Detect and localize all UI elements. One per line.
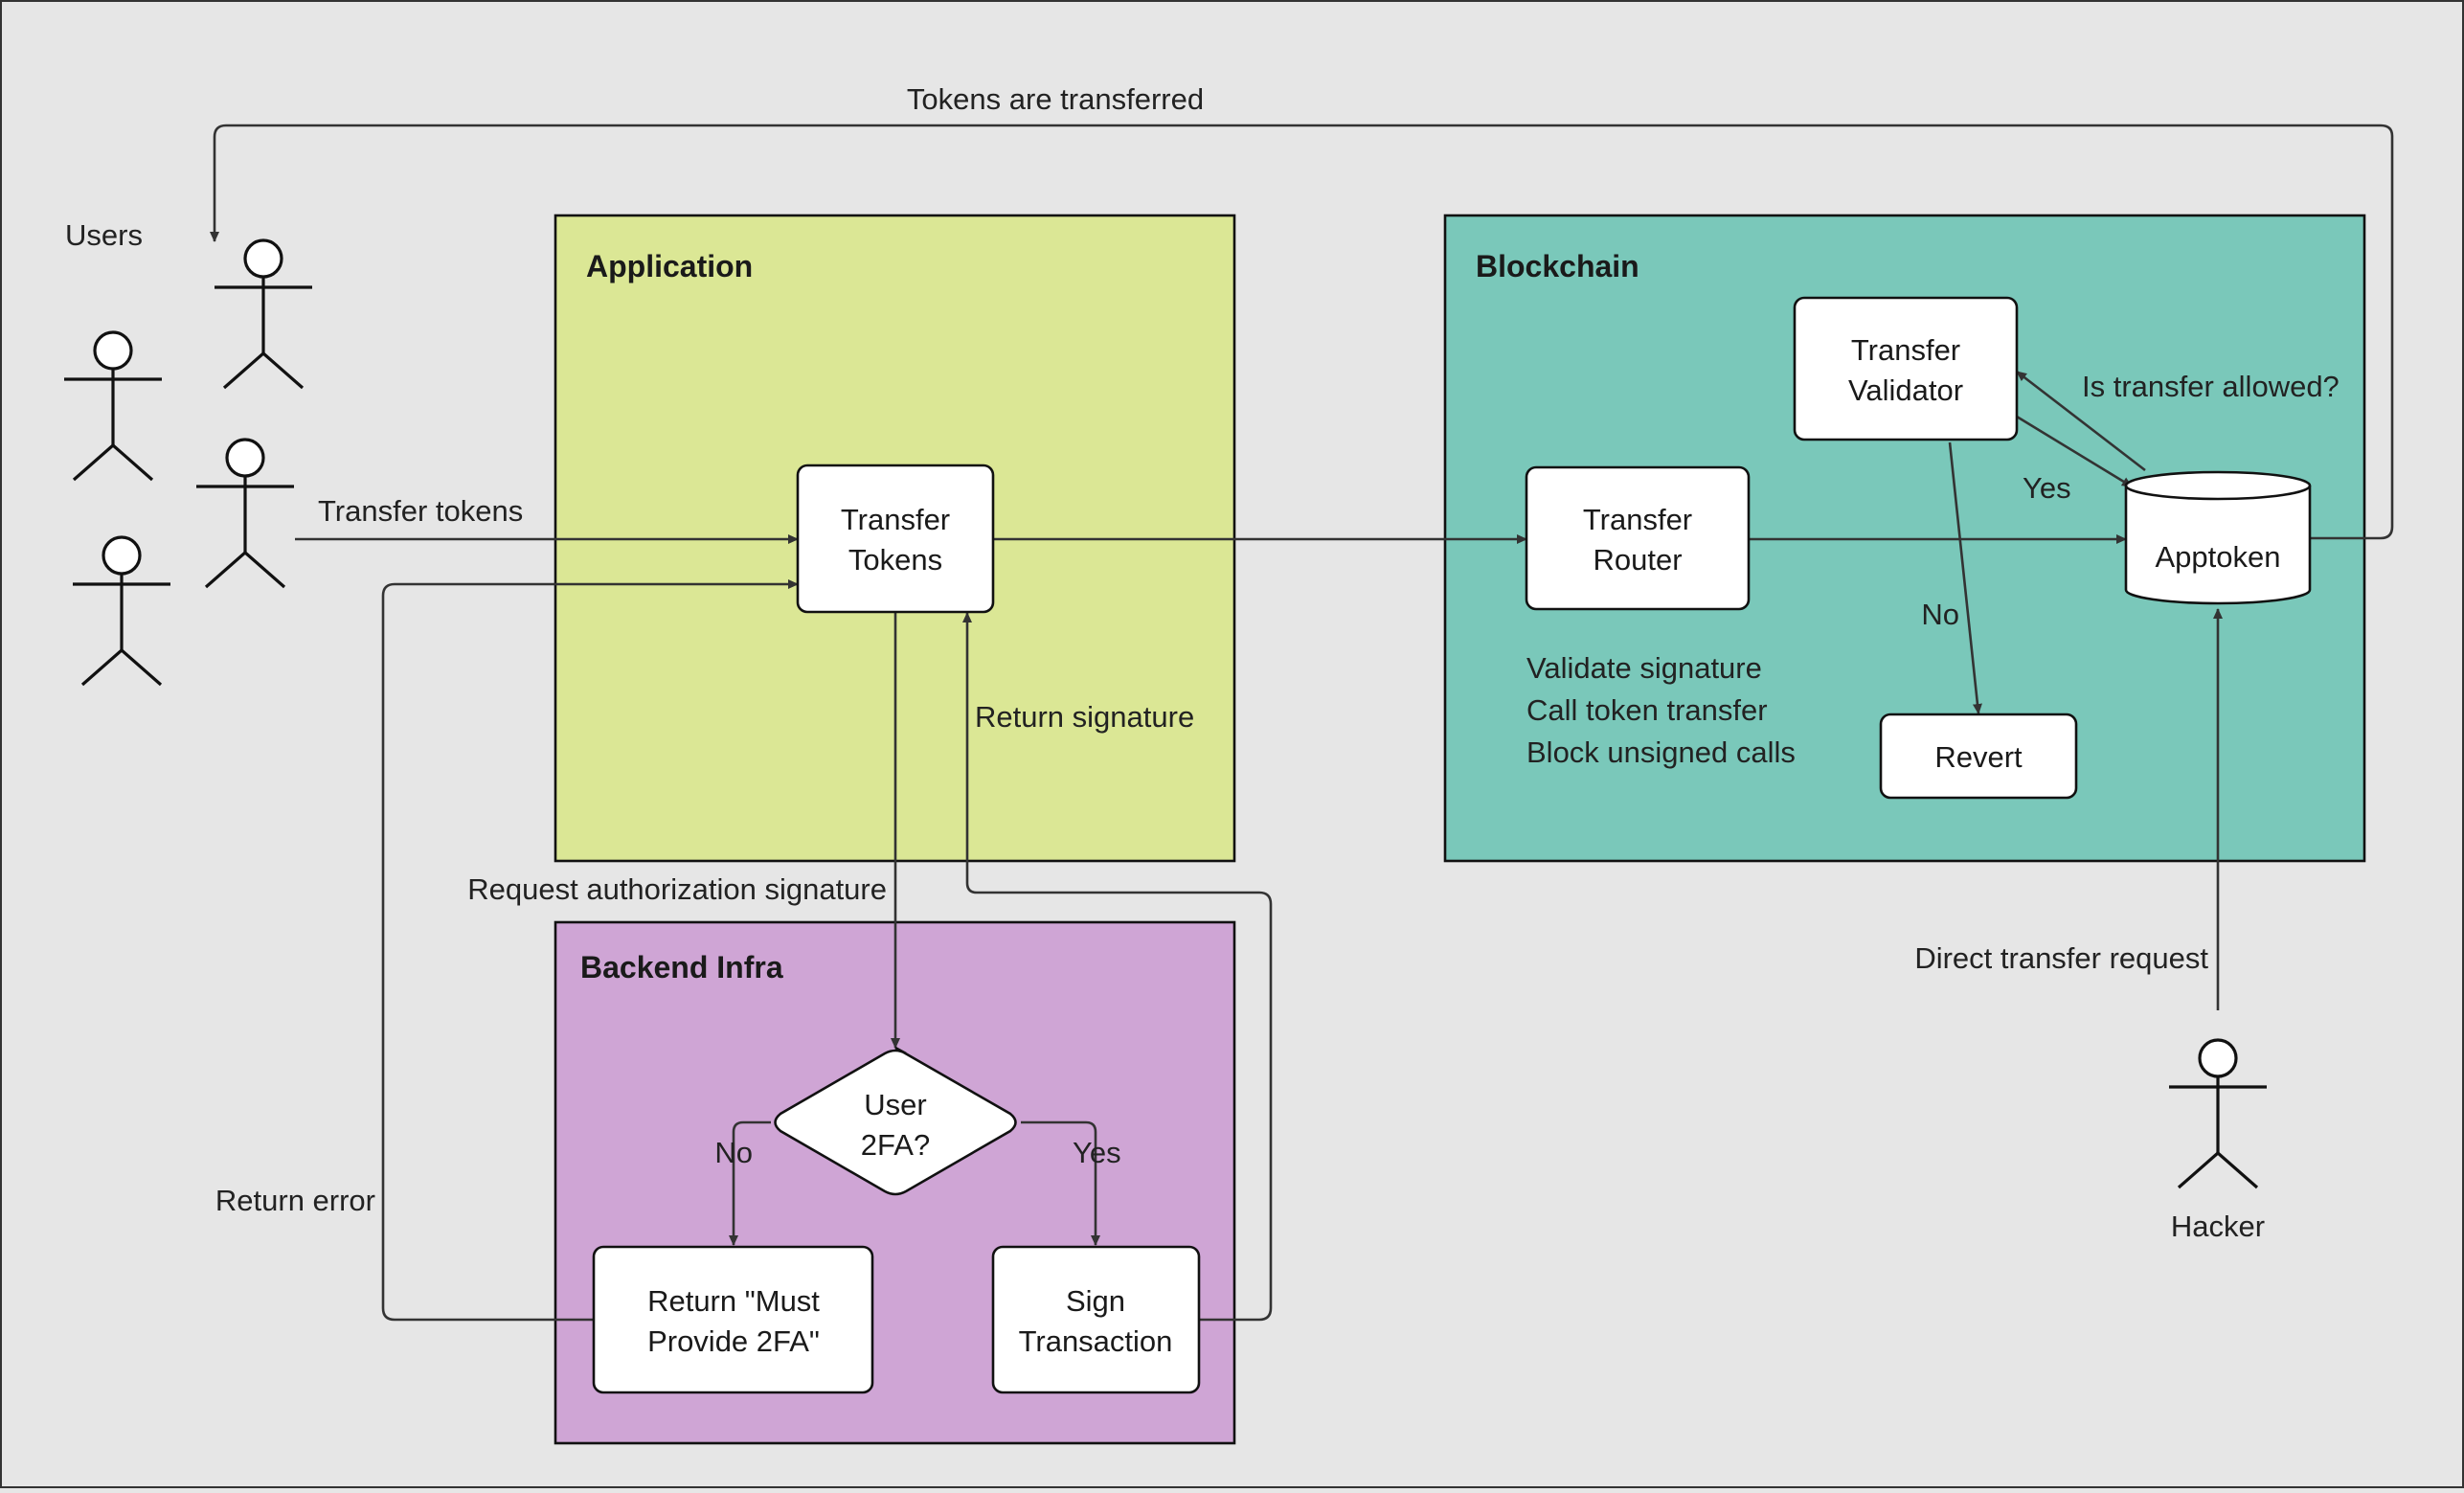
edge-validator-yes bbox=[2016, 415, 2133, 488]
user-2fa-line-2: 2FA? bbox=[861, 1128, 930, 1162]
application-title: Application bbox=[586, 249, 753, 283]
router-note-1: Validate signature bbox=[1526, 651, 1762, 685]
transfer-router-node[interactable]: Transfer Router bbox=[1525, 465, 1751, 611]
revert-box[interactable] bbox=[1879, 713, 2078, 800]
router-note-3: Block unsigned calls bbox=[1526, 735, 1796, 769]
sign-transaction-line-1: Sign bbox=[1066, 1284, 1125, 1318]
user-2fa-decision[interactable]: User 2FA? bbox=[774, 1046, 1017, 1196]
transfer-router-line-2: Router bbox=[1593, 543, 1682, 577]
label-validator-no: No bbox=[1921, 598, 1959, 631]
transfer-validator-line-2: Validator bbox=[1848, 373, 1963, 407]
apptoken-node[interactable]: Apptoken bbox=[2124, 470, 2312, 605]
apptoken-cylinder-top[interactable] bbox=[2124, 470, 2312, 501]
sign-transaction-line-2: Transaction bbox=[1019, 1324, 1173, 1358]
sign-transaction-box[interactable] bbox=[991, 1245, 1201, 1394]
user-2fa-line-1: User bbox=[864, 1088, 926, 1121]
transfer-tokens-node[interactable]: Transfer Tokens bbox=[796, 464, 995, 614]
backend-title: Backend Infra bbox=[580, 950, 783, 984]
edge-labels: Tokens are transferred Transfer tokens R… bbox=[215, 82, 2340, 1217]
user-actor-icon bbox=[73, 535, 170, 687]
return-must-2fa-box[interactable] bbox=[592, 1245, 874, 1394]
hacker-label: Hacker bbox=[2171, 1210, 2265, 1243]
router-note-2: Call token transfer bbox=[1526, 693, 1768, 727]
label-transfer-tokens: Transfer tokens bbox=[318, 494, 523, 528]
edges bbox=[210, 124, 2394, 1322]
transfer-validator-node[interactable]: Transfer Validator bbox=[1793, 296, 2019, 441]
label-validator-yes: Yes bbox=[2023, 471, 2071, 505]
user-actor-icon bbox=[196, 438, 294, 589]
edge-validator-no bbox=[1948, 441, 1982, 714]
transfer-router-box[interactable] bbox=[1525, 465, 1751, 611]
blockchain-title: Blockchain bbox=[1476, 249, 1639, 283]
edge-2fa-yes bbox=[1021, 1120, 1100, 1246]
label-2fa-no: No bbox=[714, 1136, 753, 1169]
transfer-tokens-line-2: Tokens bbox=[848, 543, 942, 577]
label-2fa-yes: Yes bbox=[1073, 1136, 1121, 1169]
label-direct-transfer: Direct transfer request bbox=[1914, 941, 2208, 975]
edge-tokens-transferred bbox=[210, 124, 2394, 540]
return-must-2fa-line-2: Provide 2FA" bbox=[647, 1324, 820, 1358]
revert-label: Revert bbox=[1934, 740, 2023, 774]
transfer-tokens-line-1: Transfer bbox=[841, 503, 950, 536]
revert-node[interactable]: Revert bbox=[1879, 713, 2078, 800]
edge-return-error bbox=[381, 579, 799, 1322]
router-notes: Validate signature Call token transfer B… bbox=[1526, 651, 1796, 769]
transfer-validator-box[interactable] bbox=[1793, 296, 2019, 441]
label-tokens-transferred: Tokens are transferred bbox=[907, 82, 1204, 116]
user-actor-icon bbox=[215, 238, 312, 390]
apptoken-cylinder-body[interactable] bbox=[2124, 486, 2312, 605]
label-is-transfer-allowed: Is transfer allowed? bbox=[2082, 370, 2340, 403]
transfer-tokens-box[interactable] bbox=[796, 464, 995, 614]
apptoken-label: Apptoken bbox=[2156, 540, 2281, 574]
label-return-error: Return error bbox=[215, 1184, 375, 1217]
sign-transaction-node[interactable]: Sign Transaction bbox=[991, 1245, 1201, 1394]
transfer-validator-line-1: Transfer bbox=[1851, 333, 1960, 367]
user-2fa-diamond[interactable] bbox=[774, 1046, 1017, 1196]
return-must-2fa-node[interactable]: Return "Must Provide 2FA" bbox=[592, 1245, 874, 1394]
edge-is-transfer-allowed bbox=[2016, 370, 2146, 472]
label-return-signature: Return signature bbox=[975, 700, 1194, 734]
edge-2fa-no bbox=[729, 1120, 771, 1246]
return-must-2fa-line-1: Return "Must bbox=[647, 1284, 820, 1318]
edge-return-signature bbox=[962, 612, 1273, 1322]
hacker-actor-icon bbox=[2169, 1038, 2267, 1189]
transfer-router-line-1: Transfer bbox=[1583, 503, 1692, 536]
user-actor-icon bbox=[64, 330, 162, 482]
label-request-authorization: Request authorization signature bbox=[467, 872, 887, 906]
users-label: Users bbox=[65, 218, 143, 252]
